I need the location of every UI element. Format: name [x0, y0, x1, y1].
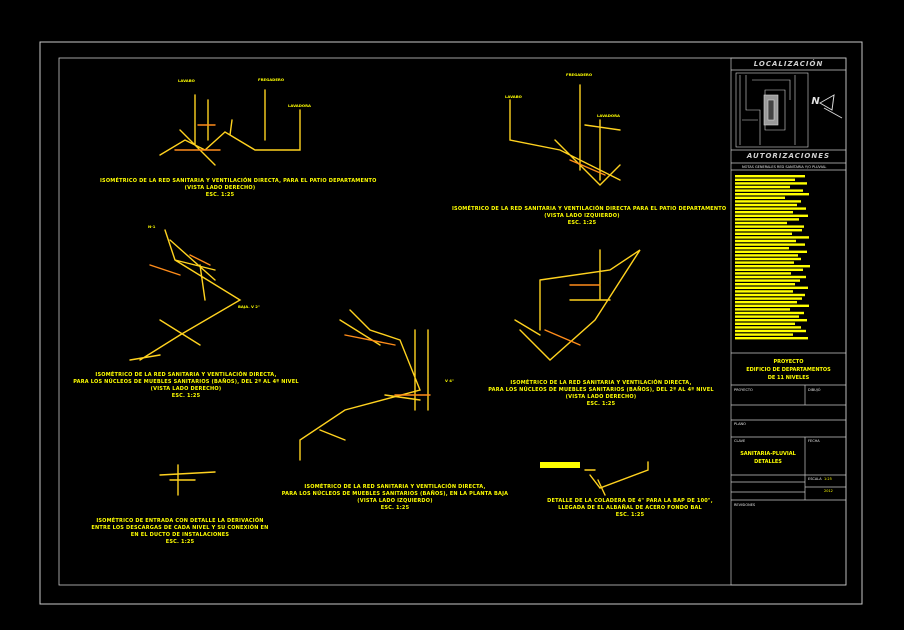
field-dibujo: DIBUJÓ	[808, 388, 821, 392]
note-line	[735, 322, 795, 325]
pipe-label-lavadora-2: LAVADORA	[597, 113, 620, 118]
pipe-label-lavadora: LAVADORA	[288, 103, 311, 108]
note-line	[735, 261, 794, 264]
general-notes-block	[735, 175, 810, 340]
pipe-label-v4: V 4"	[445, 378, 454, 383]
outer-border	[39, 41, 863, 605]
detail-title-2: ISOMÉTRICO DE LA RED SANITARIA Y VENTILA…	[452, 206, 727, 226]
note-line	[735, 286, 808, 289]
note-line	[735, 315, 799, 318]
note-line	[735, 272, 791, 275]
note-line	[735, 257, 801, 261]
note-line	[735, 239, 796, 243]
note-line	[735, 329, 806, 333]
detail-title-4: ISOMÉTRICO DE LA RED SANITARIA Y VENTILA…	[488, 380, 714, 407]
note-line	[735, 250, 807, 253]
note-line	[735, 293, 805, 297]
note-line	[735, 189, 803, 192]
note-line	[735, 229, 802, 232]
title-block-frame	[730, 57, 847, 586]
detail-title-1: ISOMÉTRICO DE LA RED SANITARIA Y VENTILA…	[100, 178, 377, 198]
note-line	[735, 337, 808, 340]
pipe-label-lavabo: LAVABO	[178, 78, 195, 83]
note-line	[735, 254, 798, 257]
pipe-label-fregadero-2: FREGADERO	[566, 72, 593, 77]
pipe-label-fregadero: FREGADERO	[258, 77, 285, 82]
note-line	[735, 268, 803, 271]
detail-title-6: ISOMÉTRICO DE ENTRADA CON DETALLE LA DER…	[91, 518, 269, 545]
detail-title-3: ISOMÉTRICO DE LA RED SANITARIA Y VENTILA…	[73, 372, 299, 399]
note-line	[735, 326, 801, 329]
note-line	[735, 236, 809, 239]
note-line	[735, 304, 809, 307]
note-line	[735, 275, 806, 279]
field-clave: CLAVE	[734, 439, 746, 443]
note-line	[735, 308, 790, 311]
autorizaciones-heading: AUTORIZACIONES	[746, 152, 831, 160]
note-line	[735, 297, 802, 300]
note-line	[735, 243, 805, 246]
fecha-value: 2012	[824, 489, 833, 493]
note-line	[735, 333, 793, 336]
note-line	[735, 200, 801, 203]
pipe-label-n1: N-1	[148, 224, 156, 229]
detail-title-5: ISOMÉTRICO DE LA RED SANITARIA Y VENTILA…	[281, 484, 509, 511]
note-line	[735, 319, 807, 322]
note-line	[735, 178, 795, 181]
detail-title-7: DETALLE DE LA COLADERA DE 4" PARA LA BAP…	[547, 498, 713, 518]
field-escala: ESCALA	[808, 477, 822, 481]
notes-header: NOTAS GENERALES RED SANITARIA Y/O PLUVIA…	[742, 165, 827, 169]
field-plano: PLANO	[734, 422, 746, 426]
note-line	[735, 265, 810, 268]
note-line	[735, 182, 807, 185]
note-line	[735, 218, 799, 221]
pipe-label-bajada: BAJA. V 2"	[238, 304, 260, 309]
escala-value: 1:25	[824, 477, 832, 481]
note-line	[735, 279, 800, 282]
isometric-piping	[129, 84, 649, 496]
field-revisiones: REVISIONES	[734, 503, 756, 507]
note-line	[735, 283, 795, 286]
field-fecha: FECHA	[808, 439, 820, 443]
note-line	[735, 290, 793, 293]
note-line	[735, 221, 787, 225]
note-line	[735, 225, 804, 228]
note-line	[735, 193, 809, 196]
note-line	[735, 247, 789, 250]
note-line	[735, 185, 790, 189]
note-line	[735, 207, 806, 210]
location-map	[735, 72, 843, 148]
note-line	[735, 214, 808, 217]
note-line	[735, 301, 797, 304]
note-line	[735, 203, 797, 207]
pipe-label-lavabo-2: LAVABO	[505, 94, 522, 99]
note-line	[735, 232, 792, 235]
north-label: N	[811, 96, 821, 107]
note-line	[735, 211, 793, 214]
localizacion-heading: LOCALIZACIÓN	[753, 60, 824, 68]
field-proyecto: PROYECTO	[734, 388, 753, 392]
note-line	[735, 175, 805, 178]
note-line	[735, 196, 785, 199]
note-line	[735, 311, 804, 315]
